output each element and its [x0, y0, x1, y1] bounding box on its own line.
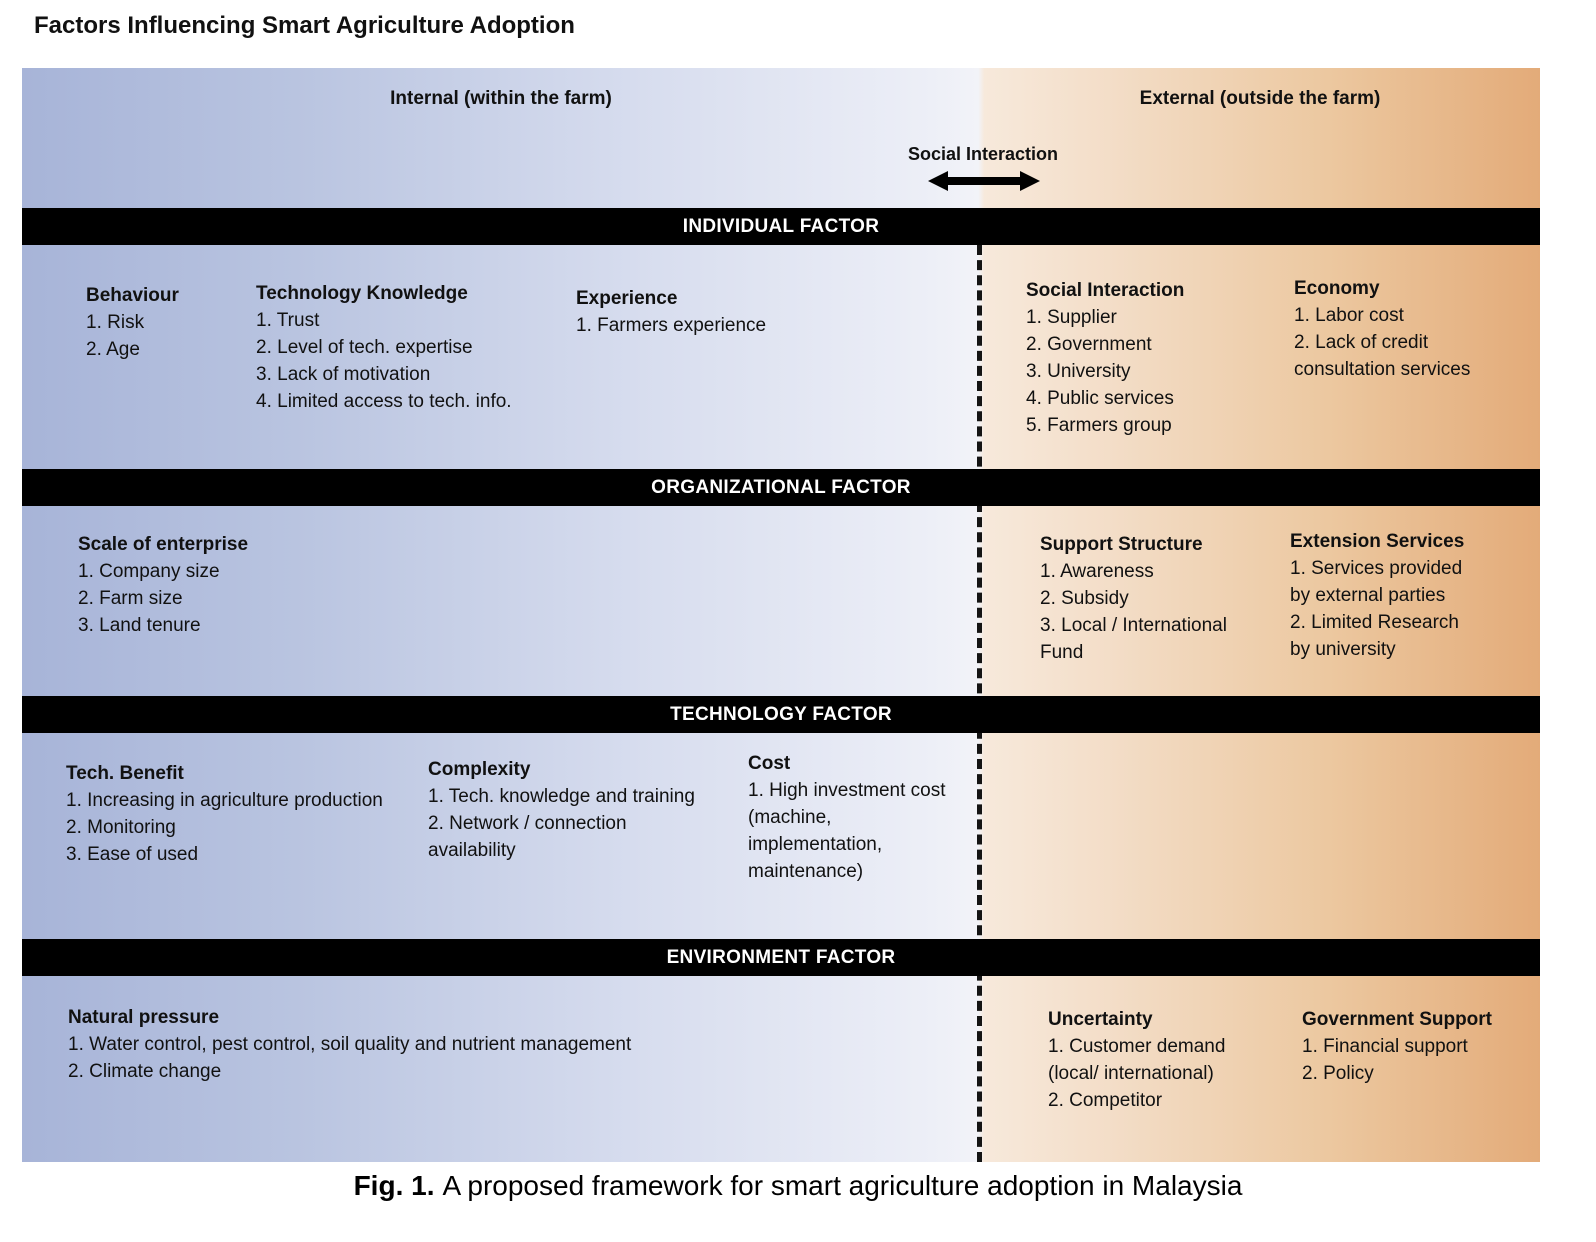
group-heading: Support Structure [1040, 534, 1203, 555]
group-heading: Natural pressure [68, 1007, 220, 1028]
group-item: 1. Water control, pest control, soil qua… [68, 1034, 632, 1055]
group-heading: Government Support [1302, 1009, 1493, 1030]
figure-caption: Fig. 1.A proposed framework for smart ag… [0, 1170, 1596, 1202]
group-heading: Scale of enterprise [78, 534, 249, 555]
page-title: Factors Influencing Smart Agriculture Ad… [34, 12, 575, 39]
factor-group-extension-services: Extension Services 1. Services provided … [1290, 528, 1480, 663]
group-item: 1. Customer demand (local/ international… [1048, 1036, 1226, 1084]
framework-diagram: Internal (within the farm) External (out… [22, 68, 1540, 1162]
group-item: 2. Competitor [1048, 1090, 1163, 1111]
group-item: 2. Subsidy [1040, 588, 1129, 609]
group-heading: Technology Knowledge [256, 283, 468, 304]
factor-group-natural-pressure: Natural pressure 1. Water control, pest … [68, 1004, 631, 1085]
group-heading: Behaviour [86, 285, 179, 306]
group-item: 3. University [1026, 361, 1131, 382]
social-interaction-label: Social Interaction [907, 144, 1059, 164]
group-heading: Extension Services [1290, 531, 1465, 552]
group-item: 1. Tech. knowledge and training [428, 786, 695, 807]
group-heading: Complexity [428, 759, 531, 780]
internal-region-label: Internal (within the farm) [390, 88, 612, 109]
group-item: 1. Company size [78, 561, 220, 582]
factor-group-complexity: Complexity 1. Tech. knowledge and traini… [428, 756, 718, 864]
group-item: 2. Monitoring [66, 817, 176, 838]
group-heading: Economy [1294, 278, 1380, 299]
factor-group-behaviour: Behaviour 1. Risk 2. Age [86, 282, 179, 363]
section-header-bar-technology: TECHNOLOGY FACTOR [22, 696, 1540, 733]
group-item: 3. Lack of motivation [256, 364, 431, 385]
double-arrow-icon [928, 169, 1040, 193]
group-item: 4. Limited access to tech. info. [256, 391, 512, 412]
factor-group-scale-of-enterprise: Scale of enterprise 1. Company size 2. F… [78, 531, 248, 639]
section-header-bar-environment: ENVIRONMENT FACTOR [22, 939, 1540, 976]
factor-group-support-structure: Support Structure 1. Awareness 2. Subsid… [1040, 531, 1255, 666]
group-item: 1. Farmers experience [576, 315, 767, 336]
group-item: 5. Farmers group [1026, 415, 1172, 436]
group-item: 1. Supplier [1026, 307, 1117, 328]
group-heading: Experience [576, 288, 678, 309]
group-item: 1. Services provided by external parties [1290, 558, 1463, 606]
group-item: 2. Policy [1302, 1063, 1374, 1084]
factor-group-economy: Economy 1. Labor cost 2. Lack of credit … [1294, 275, 1494, 383]
factor-group-tech-benefit: Tech. Benefit 1. Increasing in agricultu… [66, 760, 383, 868]
group-item: 3. Local / International Fund [1040, 615, 1227, 663]
group-heading: Uncertainty [1048, 1009, 1153, 1030]
group-item: 2. Government [1026, 334, 1152, 355]
group-item: 3. Ease of used [66, 844, 199, 865]
factor-group-uncertainty: Uncertainty 1. Customer demand (local/ i… [1048, 1006, 1248, 1114]
group-heading: Tech. Benefit [66, 763, 184, 784]
factor-group-technology-knowledge: Technology Knowledge 1. Trust 2. Level o… [256, 280, 512, 415]
group-item: 2. Farm size [78, 588, 183, 609]
group-item: 2. Climate change [68, 1061, 222, 1082]
group-heading: Cost [748, 753, 791, 774]
figure-caption-label: Fig. 1. [353, 1170, 435, 1201]
group-item: 2. Age [86, 339, 140, 360]
section-header-bar-organizational: ORGANIZATIONAL FACTOR [22, 469, 1540, 506]
group-item: 1. Labor cost [1294, 305, 1404, 326]
group-item: 2. Level of tech. expertise [256, 337, 473, 358]
group-item: 2. Lack of credit consultation services [1294, 332, 1471, 380]
section-header-bar-individual: INDIVIDUAL FACTOR [22, 208, 1540, 245]
group-heading: Social Interaction [1026, 280, 1185, 301]
factor-group-experience: Experience 1. Farmers experience [576, 285, 766, 339]
group-item: 1. Financial support [1302, 1036, 1468, 1057]
group-item: 1. Increasing in agriculture production [66, 790, 383, 811]
group-item: 2. Limited Research by university [1290, 612, 1459, 660]
group-item: 2. Network / connection availability [428, 813, 627, 861]
factor-group-social-interaction: Social Interaction 1. Supplier 2. Govern… [1026, 277, 1184, 439]
group-item: 1. Awareness [1040, 561, 1154, 582]
group-item: 3. Land tenure [78, 615, 201, 636]
group-item: 1. Trust [256, 310, 320, 331]
external-region-label: External (outside the farm) [1139, 88, 1381, 109]
factor-group-government-support: Government Support 1. Financial support … [1302, 1006, 1492, 1087]
group-item: 4. Public services [1026, 388, 1174, 409]
group-item: 1. Risk [86, 312, 145, 333]
figure-caption-text: A proposed framework for smart agricultu… [442, 1170, 1243, 1201]
group-item: 1. High investment cost (machine, implem… [748, 780, 946, 882]
factor-group-cost: Cost 1. High investment cost (machine, i… [748, 750, 958, 885]
